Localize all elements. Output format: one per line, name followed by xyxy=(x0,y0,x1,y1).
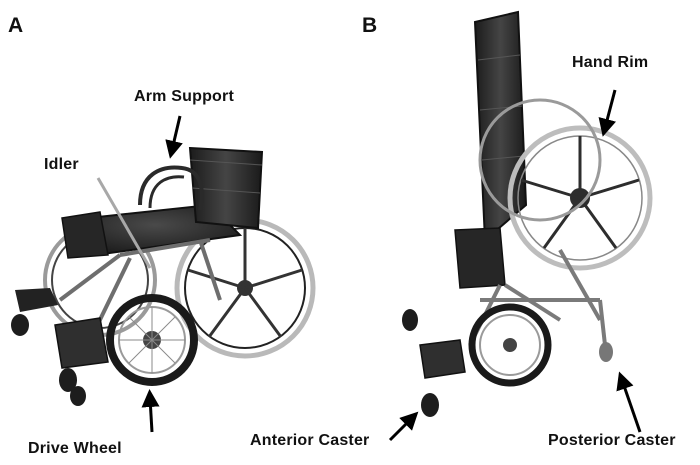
idler-rod xyxy=(96,177,152,269)
annotation-arrows xyxy=(141,89,642,442)
label-anterior-caster: Anterior Caster xyxy=(250,432,370,449)
wheelchair-b xyxy=(402,10,653,417)
wheelchair-a xyxy=(11,146,316,406)
posterior-caster-b xyxy=(598,299,613,362)
label-posterior-caster: Posterior Caster xyxy=(548,432,676,449)
panel-b: B Hand Rim Anterior Caster Posterior Cas… xyxy=(250,0,700,465)
label-drive-wheel: Drive Wheel xyxy=(28,440,122,457)
panel-a: A Arm Support Idler Drive Wheel xyxy=(8,14,234,457)
arrow-arm-support xyxy=(165,115,183,159)
arrow-anterior-caster xyxy=(388,411,419,442)
arrow-hand-rim xyxy=(598,89,617,137)
casters-a xyxy=(11,314,86,406)
backrest-a xyxy=(188,146,264,230)
footrest-a xyxy=(15,288,109,369)
label-arm-support: Arm Support xyxy=(134,88,234,105)
anterior-caster-b xyxy=(402,309,439,417)
label-idler: Idler xyxy=(44,156,79,173)
arrow-posterior-caster xyxy=(616,371,642,433)
arrow-drive-wheel xyxy=(141,389,160,433)
panel-letter-b: B xyxy=(362,14,378,37)
label-hand-rim: Hand Rim xyxy=(572,54,649,71)
drive-wheel-b xyxy=(468,303,552,387)
drive-wheel xyxy=(106,294,198,386)
arm-support-frame xyxy=(138,165,204,211)
panel-letter-a: A xyxy=(8,14,24,37)
